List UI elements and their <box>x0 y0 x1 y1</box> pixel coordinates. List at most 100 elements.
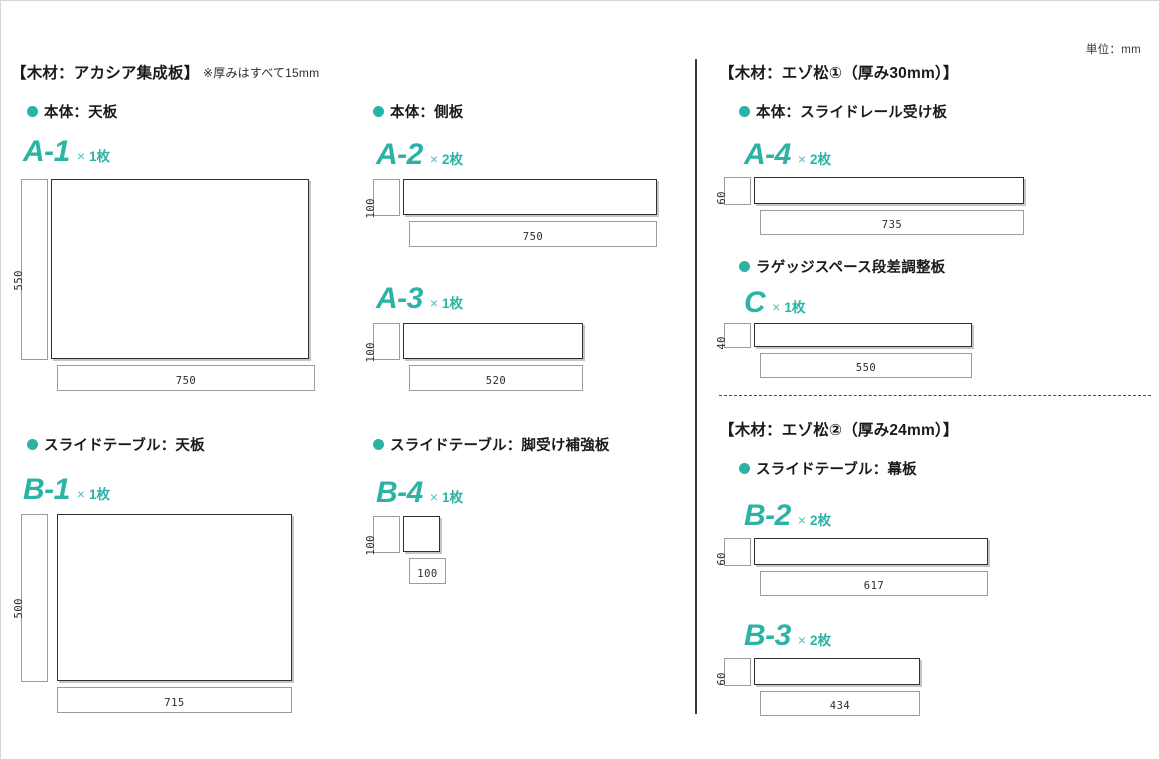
bullet-dot-icon <box>739 463 750 474</box>
width-dimension-label-c: 550 <box>855 362 877 374</box>
part-figure-b3: 60 434 <box>716 658 954 720</box>
width-dimension-label-b1: 715 <box>164 697 185 709</box>
bullet-dot-icon <box>373 439 384 450</box>
part-code-row-b4: B-4 × 1枚 <box>376 478 463 508</box>
part-figure-a1: 550 750 <box>13 179 315 391</box>
part-figure-b1: 500 715 <box>13 514 311 713</box>
part-code-row-c: C × 1枚 <box>744 288 805 318</box>
part-heading-label-a4: 本体：スライドレール受け板 <box>756 105 948 121</box>
part-heading-b2: スライドテーブル：幕板 <box>739 458 917 479</box>
multiply-icon-b4: × <box>429 489 439 505</box>
part-code-row-a2: A-2 × 2枚 <box>376 140 463 170</box>
height-dimension-box-b1: 500 <box>13 514 48 682</box>
bullet-dot-icon <box>27 106 38 117</box>
part-qty-b4: 1枚 <box>442 490 464 505</box>
material-title-acacia: 【木材：アカシア集成板】 <box>11 65 200 82</box>
part-heading-a1: 本体：天板 <box>27 101 118 122</box>
board-shape-a2 <box>403 179 657 215</box>
width-dimension-box-a1: 750 <box>57 365 315 391</box>
height-dimension-box-a3: 100 <box>365 323 400 362</box>
multiply-icon-a2: × <box>429 151 439 167</box>
part-heading-label-b4: スライドテーブル：脚受け補強板 <box>390 438 610 454</box>
height-dimension-label-b4: 100 <box>365 534 377 555</box>
part-qty-a4: 2枚 <box>810 152 832 167</box>
board-shape-a3 <box>403 323 583 359</box>
part-figure-b4: 100 100 <box>365 516 503 586</box>
part-code-row-a4: A-4 × 2枚 <box>744 140 831 170</box>
part-figure-b2: 60 617 <box>716 538 1014 600</box>
part-code-row-b3: B-3 × 2枚 <box>744 621 831 651</box>
board-shape-b2 <box>754 538 988 565</box>
width-dimension-label-a3: 520 <box>485 375 507 387</box>
bullet-dot-icon <box>739 106 750 117</box>
board-shape-b1 <box>57 514 292 681</box>
height-dimension-box-b3: 60 <box>716 658 751 686</box>
part-heading-b4: スライドテーブル：脚受け補強板 <box>373 434 610 455</box>
height-dimension-box-b2: 60 <box>716 538 751 566</box>
multiply-icon-b2: × <box>797 512 807 528</box>
part-code-b1: B-1 <box>23 473 70 506</box>
height-dimension-label-b2: 60 <box>716 552 728 566</box>
part-code-b2: B-2 <box>744 499 791 532</box>
part-figure-a3: 100 520 <box>365 323 623 391</box>
column-divider <box>695 59 697 714</box>
board-shape-a4 <box>754 177 1024 204</box>
part-qty-b2: 2枚 <box>810 513 832 528</box>
part-code-b4: B-4 <box>376 476 423 509</box>
multiply-icon-a4: × <box>797 151 807 167</box>
multiply-icon-a1: × <box>76 148 86 164</box>
width-dimension-box-b3: 434 <box>760 691 920 716</box>
part-heading-label-a1: 本体：天板 <box>44 105 118 121</box>
width-dimension-label-b4: 100 <box>417 568 438 580</box>
bullet-dot-icon <box>373 106 384 117</box>
height-dimension-label-c: 40 <box>716 335 728 350</box>
multiply-icon-b3: × <box>797 632 807 648</box>
part-heading-label-a2: 本体：側板 <box>390 105 464 121</box>
height-dimension-box-a4: 60 <box>716 177 751 205</box>
part-figure-a2: 100 750 <box>365 179 663 247</box>
part-heading-label-b2: スライドテーブル：幕板 <box>756 462 917 478</box>
part-code-c: C <box>744 286 766 319</box>
part-qty-a2: 2枚 <box>442 152 464 167</box>
material-title-ezomatsu-1: 【木材：エゾ松①（厚み30mm）】 <box>719 65 959 82</box>
width-dimension-box-c: 550 <box>760 353 972 378</box>
height-dimension-box-a2: 100 <box>365 179 400 218</box>
material-group-divider <box>719 395 1151 396</box>
part-heading-label-b1: スライドテーブル：天板 <box>44 438 205 454</box>
width-dimension-box-a4: 735 <box>760 210 1024 235</box>
height-dimension-box-c: 40 <box>716 323 751 349</box>
multiply-icon-a3: × <box>429 295 439 311</box>
part-code-a2: A-2 <box>376 138 423 171</box>
part-code-row-b2: B-2 × 2枚 <box>744 501 831 531</box>
board-shape-c <box>754 323 972 347</box>
part-heading-c: ラゲッジスペース段差調整板 <box>739 256 945 277</box>
width-dimension-label-a1: 750 <box>175 375 197 387</box>
part-code-row-b1: B-1 × 1枚 <box>23 475 110 505</box>
bullet-dot-icon <box>739 261 750 272</box>
part-heading-a4: 本体：スライドレール受け板 <box>739 101 947 122</box>
width-dimension-label-a4: 735 <box>881 219 903 231</box>
board-shape-b4 <box>403 516 440 552</box>
material-title-ezomatsu-2: 【木材：エゾ松②（厚み24mm）】 <box>719 422 959 439</box>
part-heading-b1: スライドテーブル：天板 <box>27 434 205 455</box>
height-dimension-box-b4: 100 <box>365 516 400 555</box>
part-figure-c: 40 550 <box>716 323 994 383</box>
part-code-row-a1: A-1 × 1枚 <box>23 137 110 167</box>
height-dimension-label-b3: 60 <box>716 672 728 686</box>
height-dimension-label-a4: 60 <box>716 191 728 205</box>
width-dimension-box-b2: 617 <box>760 571 988 596</box>
unit-note: 単位：mm <box>1085 44 1141 56</box>
part-qty-c: 1枚 <box>784 300 806 315</box>
part-code-a1: A-1 <box>23 135 70 168</box>
part-code-a3: A-3 <box>376 282 423 315</box>
height-dimension-label-a3: 100 <box>365 341 377 362</box>
multiply-icon-b1: × <box>76 486 86 502</box>
board-shape-a1 <box>51 179 309 359</box>
board-shape-b3 <box>754 658 920 685</box>
width-dimension-label-b2: 617 <box>863 580 885 592</box>
part-code-b3: B-3 <box>744 619 791 652</box>
part-qty-b1: 1枚 <box>89 487 111 502</box>
part-qty-a3: 1枚 <box>442 296 464 311</box>
thickness-note-acacia: ※厚みはすべて15mm <box>203 66 320 80</box>
